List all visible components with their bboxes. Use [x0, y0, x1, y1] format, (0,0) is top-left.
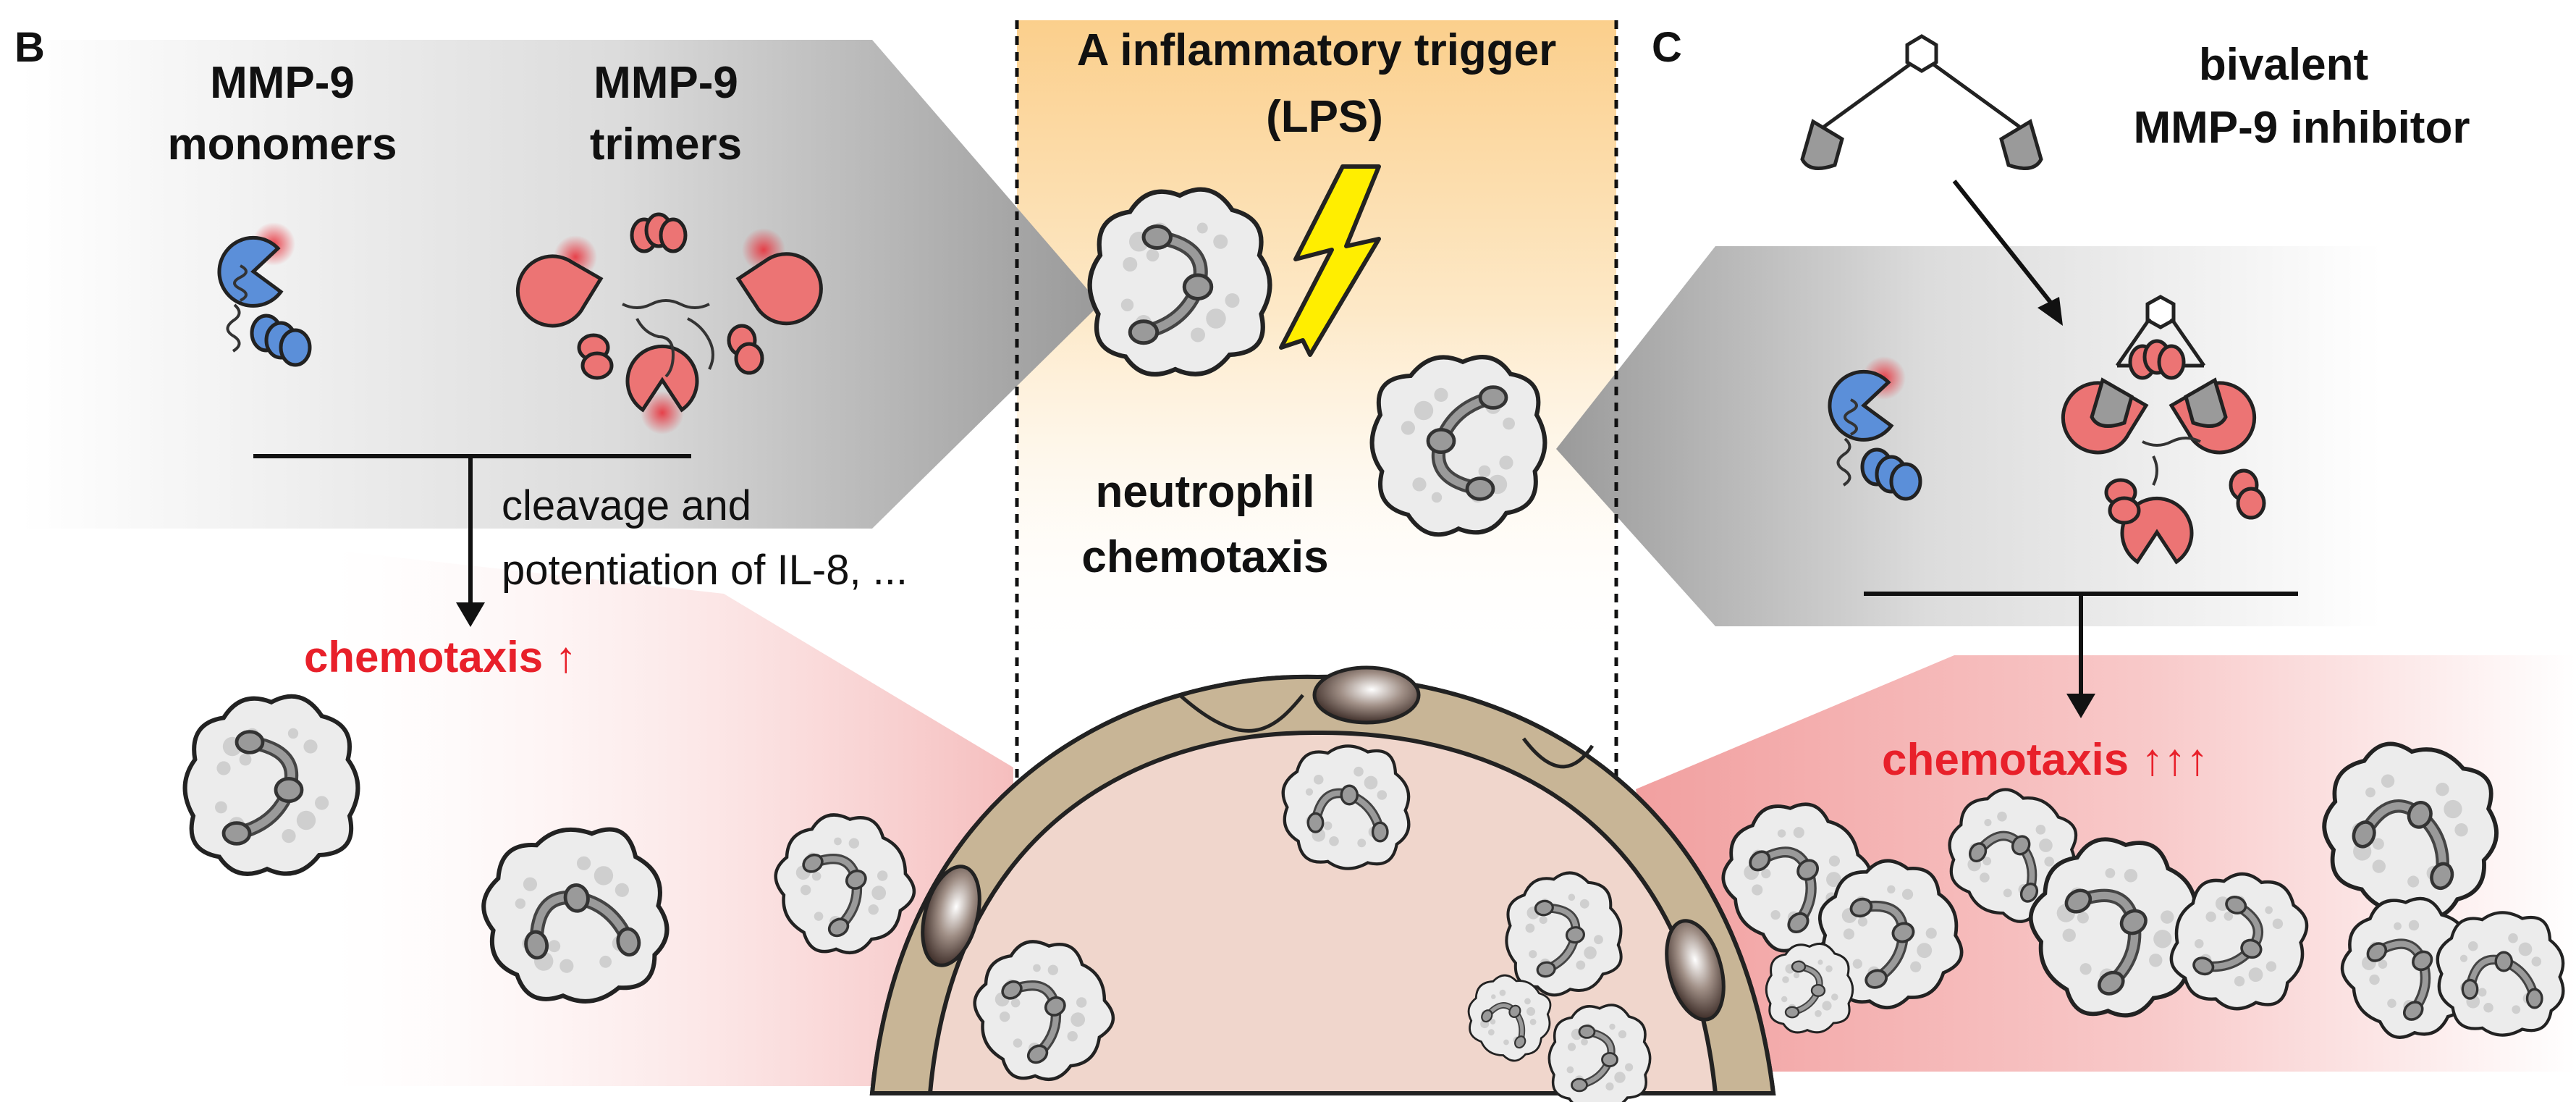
bivalent-inhibitor-icon [1800, 34, 2043, 170]
panel-c-gray-projection [1556, 246, 2381, 626]
chemotaxis-b-label: chemotaxis ↑ [304, 633, 577, 681]
panel-b-letter: B [14, 24, 45, 71]
mmp9-trimer-red [515, 212, 823, 434]
panel-c-letter: C [1652, 24, 1682, 71]
neutrophil-cell [1766, 943, 1852, 1032]
vessel-nucleus [1312, 665, 1421, 725]
trimers-label-line2: trimers [590, 119, 742, 169]
neutrophil-label-line1: neutrophil [1095, 467, 1314, 517]
inhibitor-arrow [1952, 180, 2054, 306]
inhibitor-label-line1: bivalent [2199, 40, 2368, 90]
panel-a-title-line2: (LPS) [1266, 92, 1383, 142]
cleavage-label-line2: potentiation of IL-8, ... [502, 547, 908, 594]
neutrophil-cell [1372, 357, 1545, 534]
neutrophil-cell [2438, 912, 2564, 1035]
vessel-nucleus [921, 865, 981, 967]
inhibitor-label-line2: MMP-9 inhibitor [2134, 103, 2470, 153]
chemotaxis-c-label: chemotaxis ↑↑↑ [1882, 735, 2208, 785]
neutrophil-cell [1549, 1005, 1650, 1102]
neutrophil-label-line2: chemotaxis [1081, 532, 1328, 582]
vessel-nucleus [1665, 919, 1726, 1022]
cleavage-label-line1: cleavage and [502, 482, 751, 529]
lightning-bolt-icon [1279, 164, 1381, 357]
neutrophil-cell [1283, 746, 1409, 868]
panel-a-title-line1: A inflammatory trigger [1077, 25, 1557, 75]
mmp9-trimer-inhibited [2061, 295, 2266, 565]
neutrophil-cell [185, 697, 358, 874]
trimers-label-line1: MMP-9 [594, 58, 738, 108]
monomers-label-line2: monomers [168, 119, 397, 169]
monomers-label-line1: MMP-9 [210, 58, 355, 108]
neutrophil-cell [1090, 190, 1270, 374]
